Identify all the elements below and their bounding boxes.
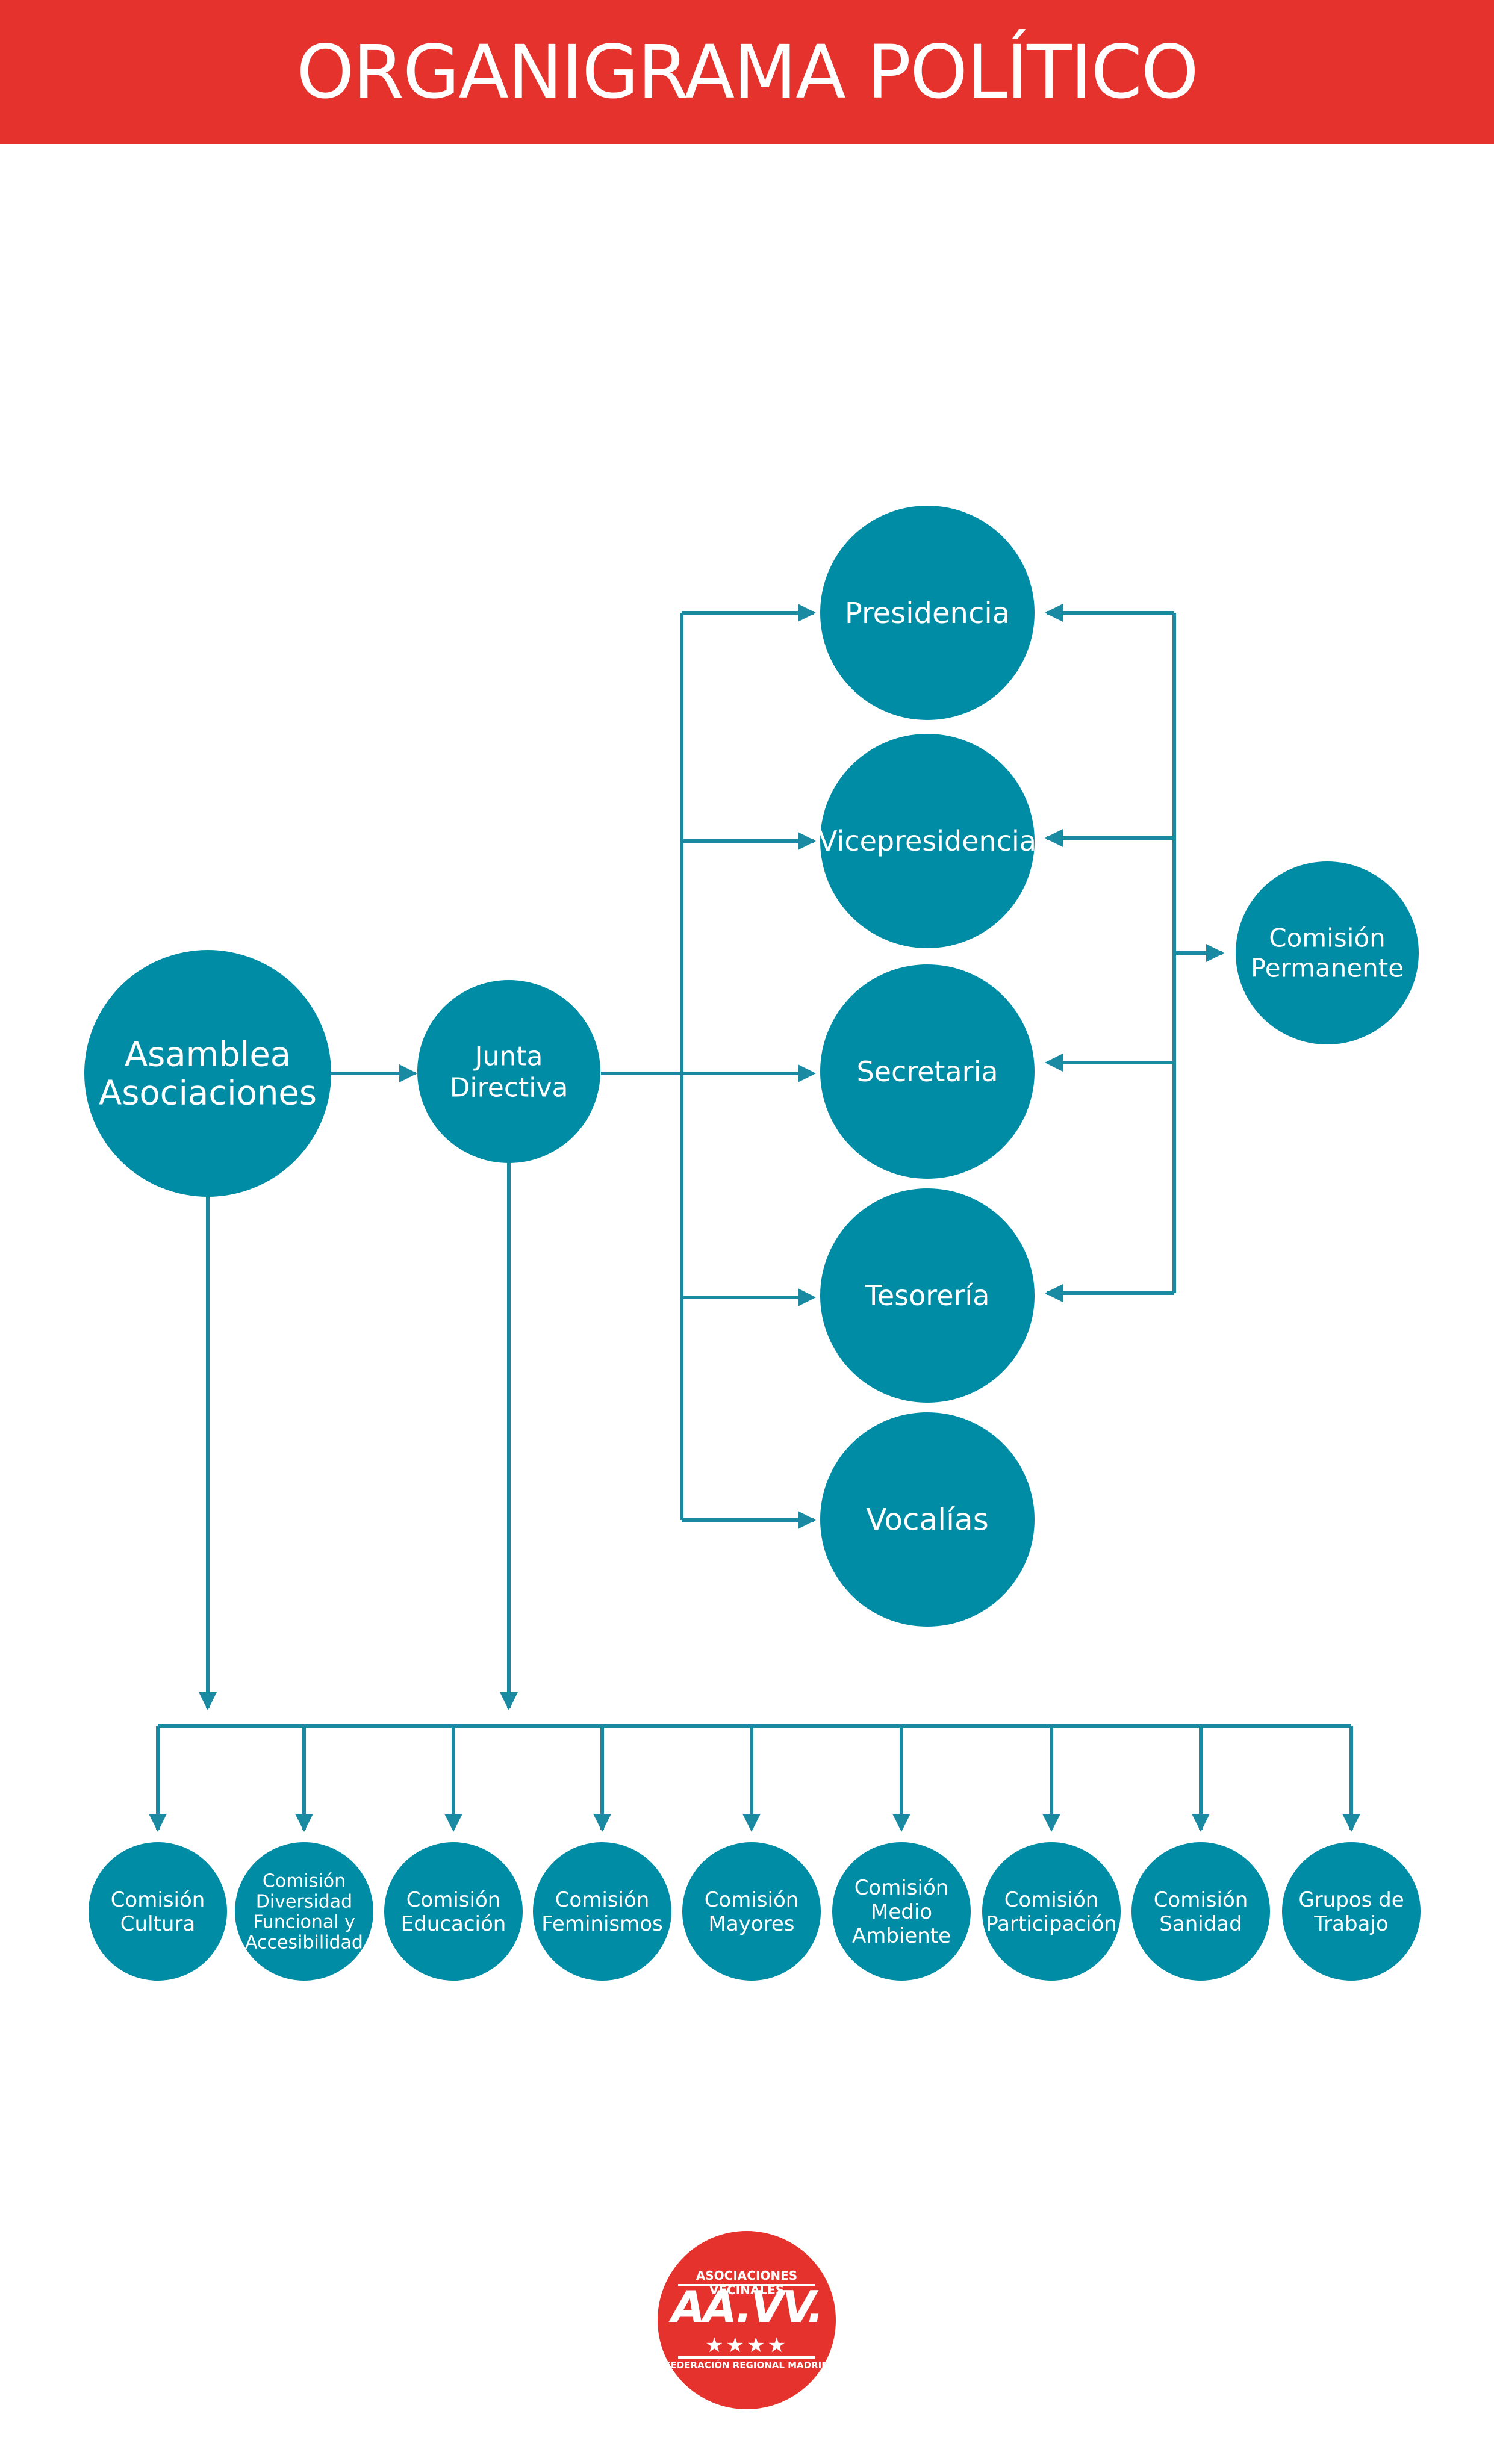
comisiones-drops — [149, 1726, 1360, 1832]
node-secretaria: Secretaria — [820, 964, 1035, 1179]
node-label: Medio — [871, 1900, 932, 1924]
node-label: Comisión — [406, 1888, 501, 1912]
node-circle — [89, 1842, 227, 1981]
logo-stars: ★★★★ — [705, 2333, 788, 2357]
node-label: Asociaciones — [99, 1074, 317, 1113]
connectors — [158, 604, 1351, 1728]
node-label: Junta — [473, 1041, 543, 1072]
logo-main-text: AA.VV. — [671, 2282, 824, 2332]
node-label: Comisión — [263, 1871, 346, 1892]
node-label: Accesibilidad — [245, 1932, 363, 1954]
node-label: Vicepresidencia — [818, 825, 1036, 857]
node-label: Comisión — [854, 1876, 949, 1900]
node-label: Secretaria — [856, 1055, 998, 1088]
node-label: Comisión — [1004, 1888, 1099, 1912]
header-banner: ORGANIGRAMA POLÍTICO — [0, 0, 1494, 144]
node-circle — [820, 734, 1035, 948]
logo-bottom-text: FEDERACIÓN REGIONAL MADRID — [664, 2360, 829, 2371]
node-circle — [235, 1842, 373, 1981]
node-label: Ambiente — [852, 1924, 951, 1948]
node-label: Permanente — [1251, 954, 1404, 983]
comisiones-row: ComisiónCulturaComisiónDiversidadFuncion… — [89, 1842, 1421, 1981]
node-label: Tesorería — [865, 1279, 990, 1312]
node-circle — [533, 1842, 671, 1981]
node-circle — [982, 1842, 1121, 1981]
node-circle — [820, 1412, 1035, 1627]
node-circle — [1282, 1842, 1421, 1981]
node-label: Educación — [401, 1912, 506, 1936]
node-label: Presidencia — [845, 597, 1010, 630]
node-label: Diversidad — [256, 1891, 352, 1913]
node-tesoreria: Tesorería — [820, 1188, 1035, 1403]
aavv-logo: ASOCIACIONES VECINALES AA.VV. ★★★★ FEDER… — [658, 2231, 836, 2409]
node-label: Cultura — [120, 1912, 195, 1936]
node-circle — [682, 1842, 821, 1981]
node-label: Funcional y — [253, 1912, 355, 1933]
node-label: Comisión — [111, 1888, 205, 1912]
node-circle — [384, 1842, 523, 1981]
node-label: Mayores — [709, 1912, 795, 1936]
node-vocalias: Vocalías — [820, 1412, 1035, 1627]
node-circle — [84, 950, 331, 1197]
node-circle — [1236, 861, 1419, 1044]
logo-divider — [678, 2356, 815, 2359]
node-circle — [1131, 1842, 1270, 1981]
node-label: Comisión — [1269, 923, 1385, 953]
node-circle — [820, 964, 1035, 1179]
node-label: Sanidad — [1159, 1912, 1242, 1936]
page-title: ORGANIGRAMA POLÍTICO — [296, 29, 1199, 115]
node-label: Feminismos — [541, 1912, 663, 1936]
node-circle — [832, 1842, 971, 1981]
node-vicepresidencia: Vicepresidencia — [818, 734, 1036, 948]
node-circle — [820, 506, 1035, 720]
node-label: Trabajo — [1313, 1912, 1388, 1936]
node-label: Comisión — [705, 1888, 799, 1912]
node-label: Comisión — [555, 1888, 650, 1912]
node-circle — [820, 1188, 1035, 1403]
node-presidencia: Presidencia — [820, 506, 1035, 720]
logo-divider — [678, 2284, 815, 2286]
node-label: Directiva — [450, 1072, 568, 1103]
node-label: Grupos de — [1298, 1888, 1404, 1912]
node-label: Asamblea — [125, 1035, 291, 1075]
node-circle — [417, 980, 600, 1163]
node-label: Participación — [986, 1912, 1117, 1936]
node-label: Comisión — [1154, 1888, 1248, 1912]
node-label: Vocalías — [866, 1503, 989, 1538]
